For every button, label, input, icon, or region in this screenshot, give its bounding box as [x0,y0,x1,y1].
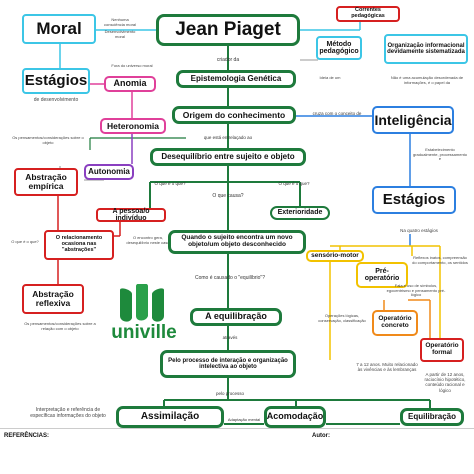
node-metodo: Método pedagógico [316,36,362,60]
note-pensamento-reflexivo: Os pensamentos/considerações sobre a rel… [24,321,96,331]
label-que-causa-left: O que é o que? [154,181,186,186]
note-estagios-left: de desenvolvimento [33,97,79,103]
note-anomia: Fora do universo moral [111,63,153,68]
node-acomodacao: Acomodação [264,406,326,428]
node-estagios-left: Estágios [22,68,90,94]
note-organizacao: Não é uma acumulação desordenada de info… [390,75,464,85]
node-moral: Moral [22,14,96,44]
note-sensorio: Reflexos inatos, compreensão do comporta… [412,255,468,265]
footer-referencias: REFERÊNCIAS: [4,433,50,439]
node-exterioridade: Exterioridade [270,206,330,220]
logo-wordmark: univille [111,322,177,343]
label-que-causa: O que causa? [212,193,244,199]
node-assimilacao: Assimilação [116,406,224,428]
node-heteronomia: Heteronomia [100,118,166,134]
note-dois-quatro: Na quatro estágios [400,228,438,233]
label-pelo-processo: pelo processo [215,391,245,396]
node-pre-operatorio: Pré-operatório [356,262,408,288]
node-correntes: Correntes pedagógicas [336,6,400,22]
note-moral-link: Desenvolvimento moral [104,29,136,39]
node-processo-interacao: Pelo processo de interação e organização… [160,350,296,378]
node-estagios-right: Estágios [372,186,456,214]
node-autonomia: Autonomia [84,164,134,180]
note-sete-doze: 7 a 12 anos. Muito relacionado às vivênc… [356,362,418,373]
note-pensamento-objeto: Os pensamentos/considerações sobre o obj… [12,135,84,145]
label-cruza: cruza com o conceito de [312,111,362,116]
node-pessoa-individuo: A pessoa/o indivíduo [96,208,166,222]
footer-bar [0,428,474,474]
node-organizacao-info: Organização informacional devidamente si… [384,34,468,64]
node-desequilibrio: Desequilíbrio entre sujeito e objeto [150,148,306,166]
node-sensorio-motor: sensório-motor [306,250,364,262]
node-origem: Origem do conhecimento [172,106,296,124]
node-inteligencia: Inteligência [372,106,454,134]
note-pre: Fala e uso de símbolos, egocentrismo e p… [386,283,446,298]
note-formal: A partir de 12 anos, raciocínio hipotéti… [424,372,466,393]
node-operatorio-concreto: Operatório concreto [372,310,418,336]
note-concreto: Operações lógicas, conservação, classifi… [318,313,366,323]
note-ideia: Ideia de um [319,75,341,80]
node-anomia: Anomia [104,76,156,92]
label-o-que-e: O que é o que? [278,181,310,186]
node-sujeito-encontra: Quando o sujeito encontra um novo objeto… [168,230,306,254]
node-relacionamento: O relacionamento ocasiona nas "abstraçõe… [44,230,114,260]
note-moral: Nenhuma consciência moral [104,17,137,27]
node-equilibracao-main: A equilibração [190,308,282,326]
label-adaptacao: Adaptação mental [227,417,261,422]
label-atraves: através [222,335,238,340]
node-abstracao-reflexiva: Abstração reflexiva [22,284,84,314]
node-abstracao-empirica: Abstração empírica [14,168,78,196]
note-interpretacao: Interpretação e referência de específica… [30,407,106,419]
label-criador: criador da [216,57,240,63]
node-jean-piaget: Jean Piaget [156,14,300,46]
node-epistemologia: Epistemologia Genética [176,70,296,88]
univille-logo-icon [120,284,164,322]
node-operatorio-formal: Operatório formal [420,338,464,362]
label-como-causado: Como é causado o "equilíbrio"? [195,275,265,281]
footer-autor: Autor: [312,433,330,439]
note-como-causado-left: O que é o que? [11,239,39,244]
node-equilibracao-bottom: Equilibração [400,408,464,426]
label-que-esta: que está entrelaçado ao [203,135,253,140]
note-inteligencia: Estabelecimento gradualmente, processame… [412,147,468,162]
note-encontro: O encontro gera, desequilíbrio neste cas… [126,235,170,245]
